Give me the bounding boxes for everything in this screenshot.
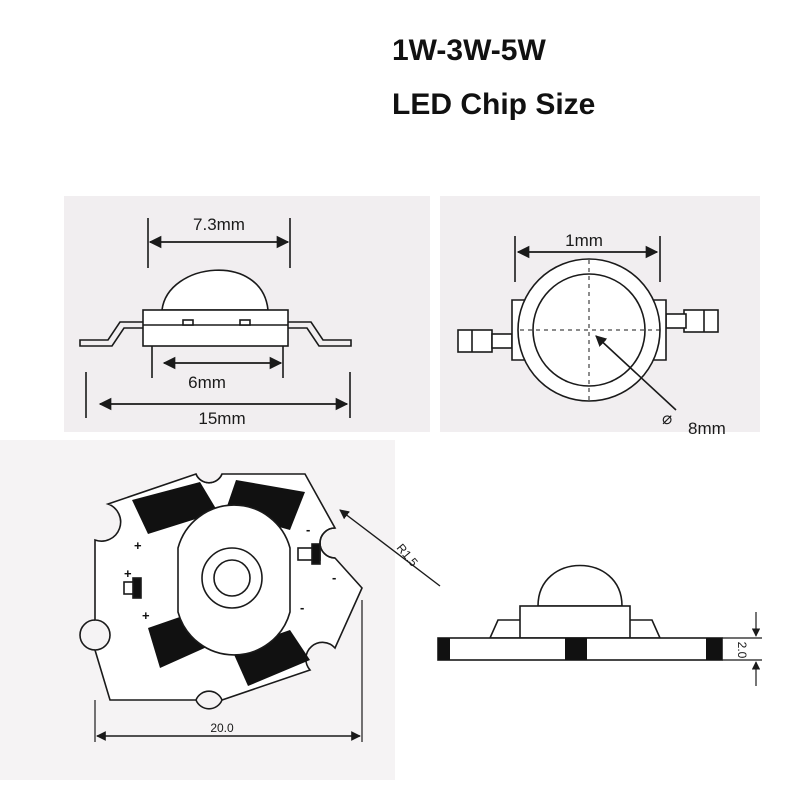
thickness-dimension <box>722 612 762 686</box>
top-view-led <box>457 236 719 402</box>
plus-sign-3: + <box>142 608 150 623</box>
diameter-leader <box>595 335 677 411</box>
diameter-symbol: ⌀ <box>662 409 672 428</box>
plus-sign-2: + <box>124 566 132 581</box>
plus-sign-1: + <box>134 538 142 553</box>
diameter-label: 8mm <box>688 419 726 438</box>
minus-sign-3: - <box>300 600 304 615</box>
pcb-width-label: 20.0 <box>210 721 234 735</box>
lens-width-label: 7.3mm <box>193 215 245 234</box>
top-lens-label: 1mm <box>565 231 603 250</box>
title-line-1: 1W-3W-5W <box>392 34 546 67</box>
side-pcb-pads <box>438 638 722 660</box>
total-width-label: 15mm <box>198 409 245 428</box>
body-width-label: 6mm <box>188 373 226 392</box>
thickness-label: 2.0 <box>735 642 749 659</box>
radius-label: R1.5 <box>394 541 421 570</box>
pcb-led <box>123 504 321 656</box>
radius-leader <box>339 509 441 587</box>
side-view-led <box>79 218 352 418</box>
title-line-2: LED Chip Size <box>392 88 596 121</box>
minus-sign-1: - <box>306 522 310 537</box>
minus-sign-2: - <box>332 570 336 585</box>
